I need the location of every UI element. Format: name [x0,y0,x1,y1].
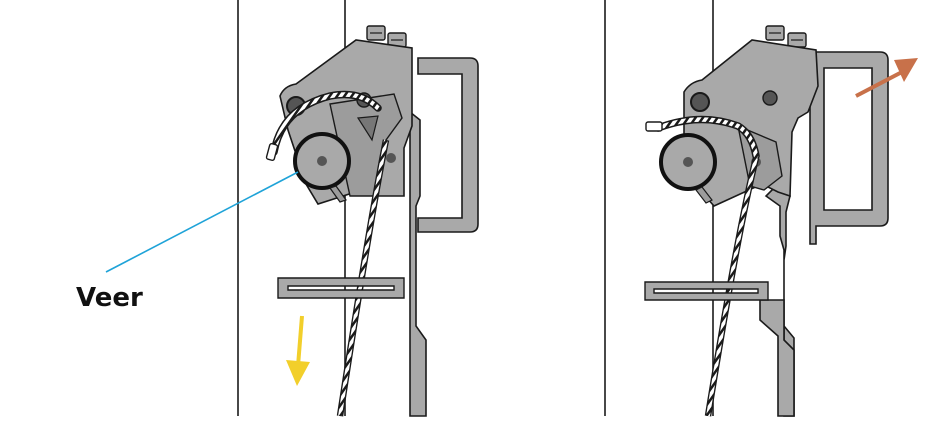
arrow-down-icon [286,315,310,386]
limit-screws [366,25,407,48]
cable-guide-bar [277,277,405,299]
cable-end-cap [265,142,279,162]
cable-end-cap-right [645,121,663,132]
spring-callout-line [105,171,299,273]
cable-guide-bar-right [644,281,769,301]
panel-right [604,0,918,417]
cage-slot [356,115,379,142]
spring-label: Veer [76,283,143,313]
spring-drum [293,132,351,203]
derailleur-body-right [683,39,819,207]
arrow-up-right-icon [855,58,918,98]
pivot-bolt-right [386,153,396,163]
spring-drum-right [659,133,717,204]
clamp-loop-right [809,51,889,245]
clamp-bracket [409,110,427,417]
clamp-loop [417,57,479,233]
pivot-bolt-upper-right [690,92,710,112]
panel-left: Veer [76,0,479,417]
pivot-bolt-top-right [762,90,778,106]
